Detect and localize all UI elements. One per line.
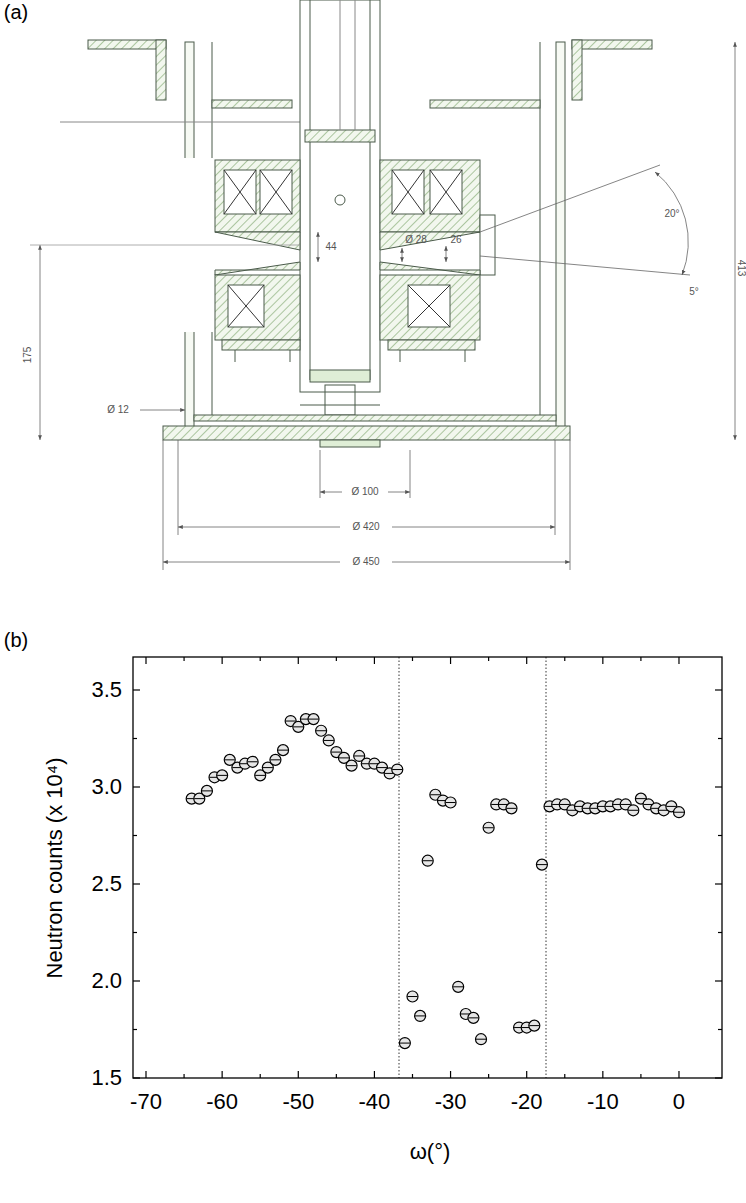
data-point [201, 785, 212, 796]
data-point [673, 807, 684, 818]
error-bar [217, 775, 227, 776]
data-point [453, 981, 464, 992]
error-bar [484, 827, 494, 828]
error-bar [293, 726, 303, 727]
error-bar [430, 794, 440, 795]
data-point [506, 803, 517, 814]
chart-label: -70 [130, 1091, 162, 1113]
chart-label: 3.0 [91, 776, 122, 798]
error-bar [446, 802, 456, 803]
data-points [186, 714, 684, 1049]
data-point [476, 1034, 487, 1045]
drawing-label: 44 [325, 242, 336, 252]
drawing-label: 20° [664, 209, 679, 219]
error-bar [560, 804, 570, 805]
error-bar [278, 750, 288, 751]
error-bar [354, 755, 364, 756]
error-bar [286, 721, 296, 722]
error-bar [621, 804, 631, 805]
data-point [346, 760, 357, 771]
chart-label: Neutron counts (x 10⁴) [43, 758, 65, 979]
data-point [468, 1012, 479, 1023]
error-bar [400, 1043, 410, 1044]
error-bar [423, 860, 433, 861]
error-bar [194, 798, 204, 799]
data-point [628, 805, 639, 816]
chart-label: 3.5 [91, 679, 122, 701]
data-point [278, 745, 289, 756]
error-bar [392, 769, 402, 770]
error-bar [468, 1017, 478, 1018]
drawing-label: 5° [689, 287, 699, 297]
data-point [399, 1038, 410, 1049]
dimension-lines [30, 42, 735, 570]
data-point [392, 764, 403, 775]
data-point [217, 770, 228, 781]
drawing-label: 413 [736, 260, 746, 277]
error-bar [202, 790, 212, 791]
error-bar [476, 1039, 486, 1040]
error-bar [331, 752, 341, 753]
chart-label: 2.0 [91, 970, 122, 992]
error-bar [225, 759, 235, 760]
chart-label: 2.5 [91, 873, 122, 895]
error-bar [324, 740, 334, 741]
error-bar [415, 1015, 425, 1016]
chart-label: -50 [282, 1091, 314, 1113]
error-bar [270, 759, 280, 760]
error-bar [316, 730, 326, 731]
error-bar [529, 1025, 539, 1026]
drawing-label: (a) [4, 2, 28, 22]
drawing-label: Ø 450 [352, 557, 379, 567]
chart-label: -30 [435, 1091, 467, 1113]
data-point [407, 991, 418, 1002]
data-point [415, 1010, 426, 1021]
error-bar [636, 798, 646, 799]
error-bar [263, 767, 273, 768]
error-bar [255, 775, 265, 776]
chart-label: -20 [511, 1091, 543, 1113]
drawing-label: 175 [23, 347, 33, 364]
error-bar [453, 986, 463, 987]
drawing-label: Ø 12 [107, 405, 129, 415]
error-bar [537, 864, 547, 865]
data-point [529, 1020, 540, 1031]
error-bar [309, 719, 319, 720]
data-point [536, 859, 547, 870]
chart-label: 1.5 [91, 1067, 122, 1089]
data-point [247, 756, 258, 767]
chart-label: -40 [359, 1091, 391, 1113]
drawing-label: Ø 100 [351, 487, 378, 497]
data-point [308, 714, 319, 725]
data-point [270, 754, 281, 765]
chart-axes [133, 657, 722, 1078]
error-bar [674, 812, 684, 813]
drawing-label: 26 [450, 235, 461, 245]
magnet-drawing [60, 0, 652, 447]
chart-label: ω(°) [410, 1141, 451, 1163]
chart-label: -60 [206, 1091, 238, 1113]
error-bar [248, 761, 258, 762]
data-point [422, 855, 433, 866]
chart-label: 0 [673, 1091, 685, 1113]
error-bar [666, 806, 676, 807]
chart-label: (b) [4, 630, 28, 650]
data-point [445, 797, 456, 808]
error-bar [339, 757, 349, 758]
data-point [483, 822, 494, 833]
error-bar [347, 765, 357, 766]
data-point [323, 735, 334, 746]
error-bar [506, 808, 516, 809]
error-bar [407, 996, 417, 997]
drawing-label: Ø 420 [352, 522, 379, 532]
drawing-label: Ø 28 [405, 235, 427, 245]
chart-label: -10 [587, 1091, 619, 1113]
error-bar [628, 810, 638, 811]
error-bar [377, 767, 387, 768]
data-point [316, 725, 327, 736]
